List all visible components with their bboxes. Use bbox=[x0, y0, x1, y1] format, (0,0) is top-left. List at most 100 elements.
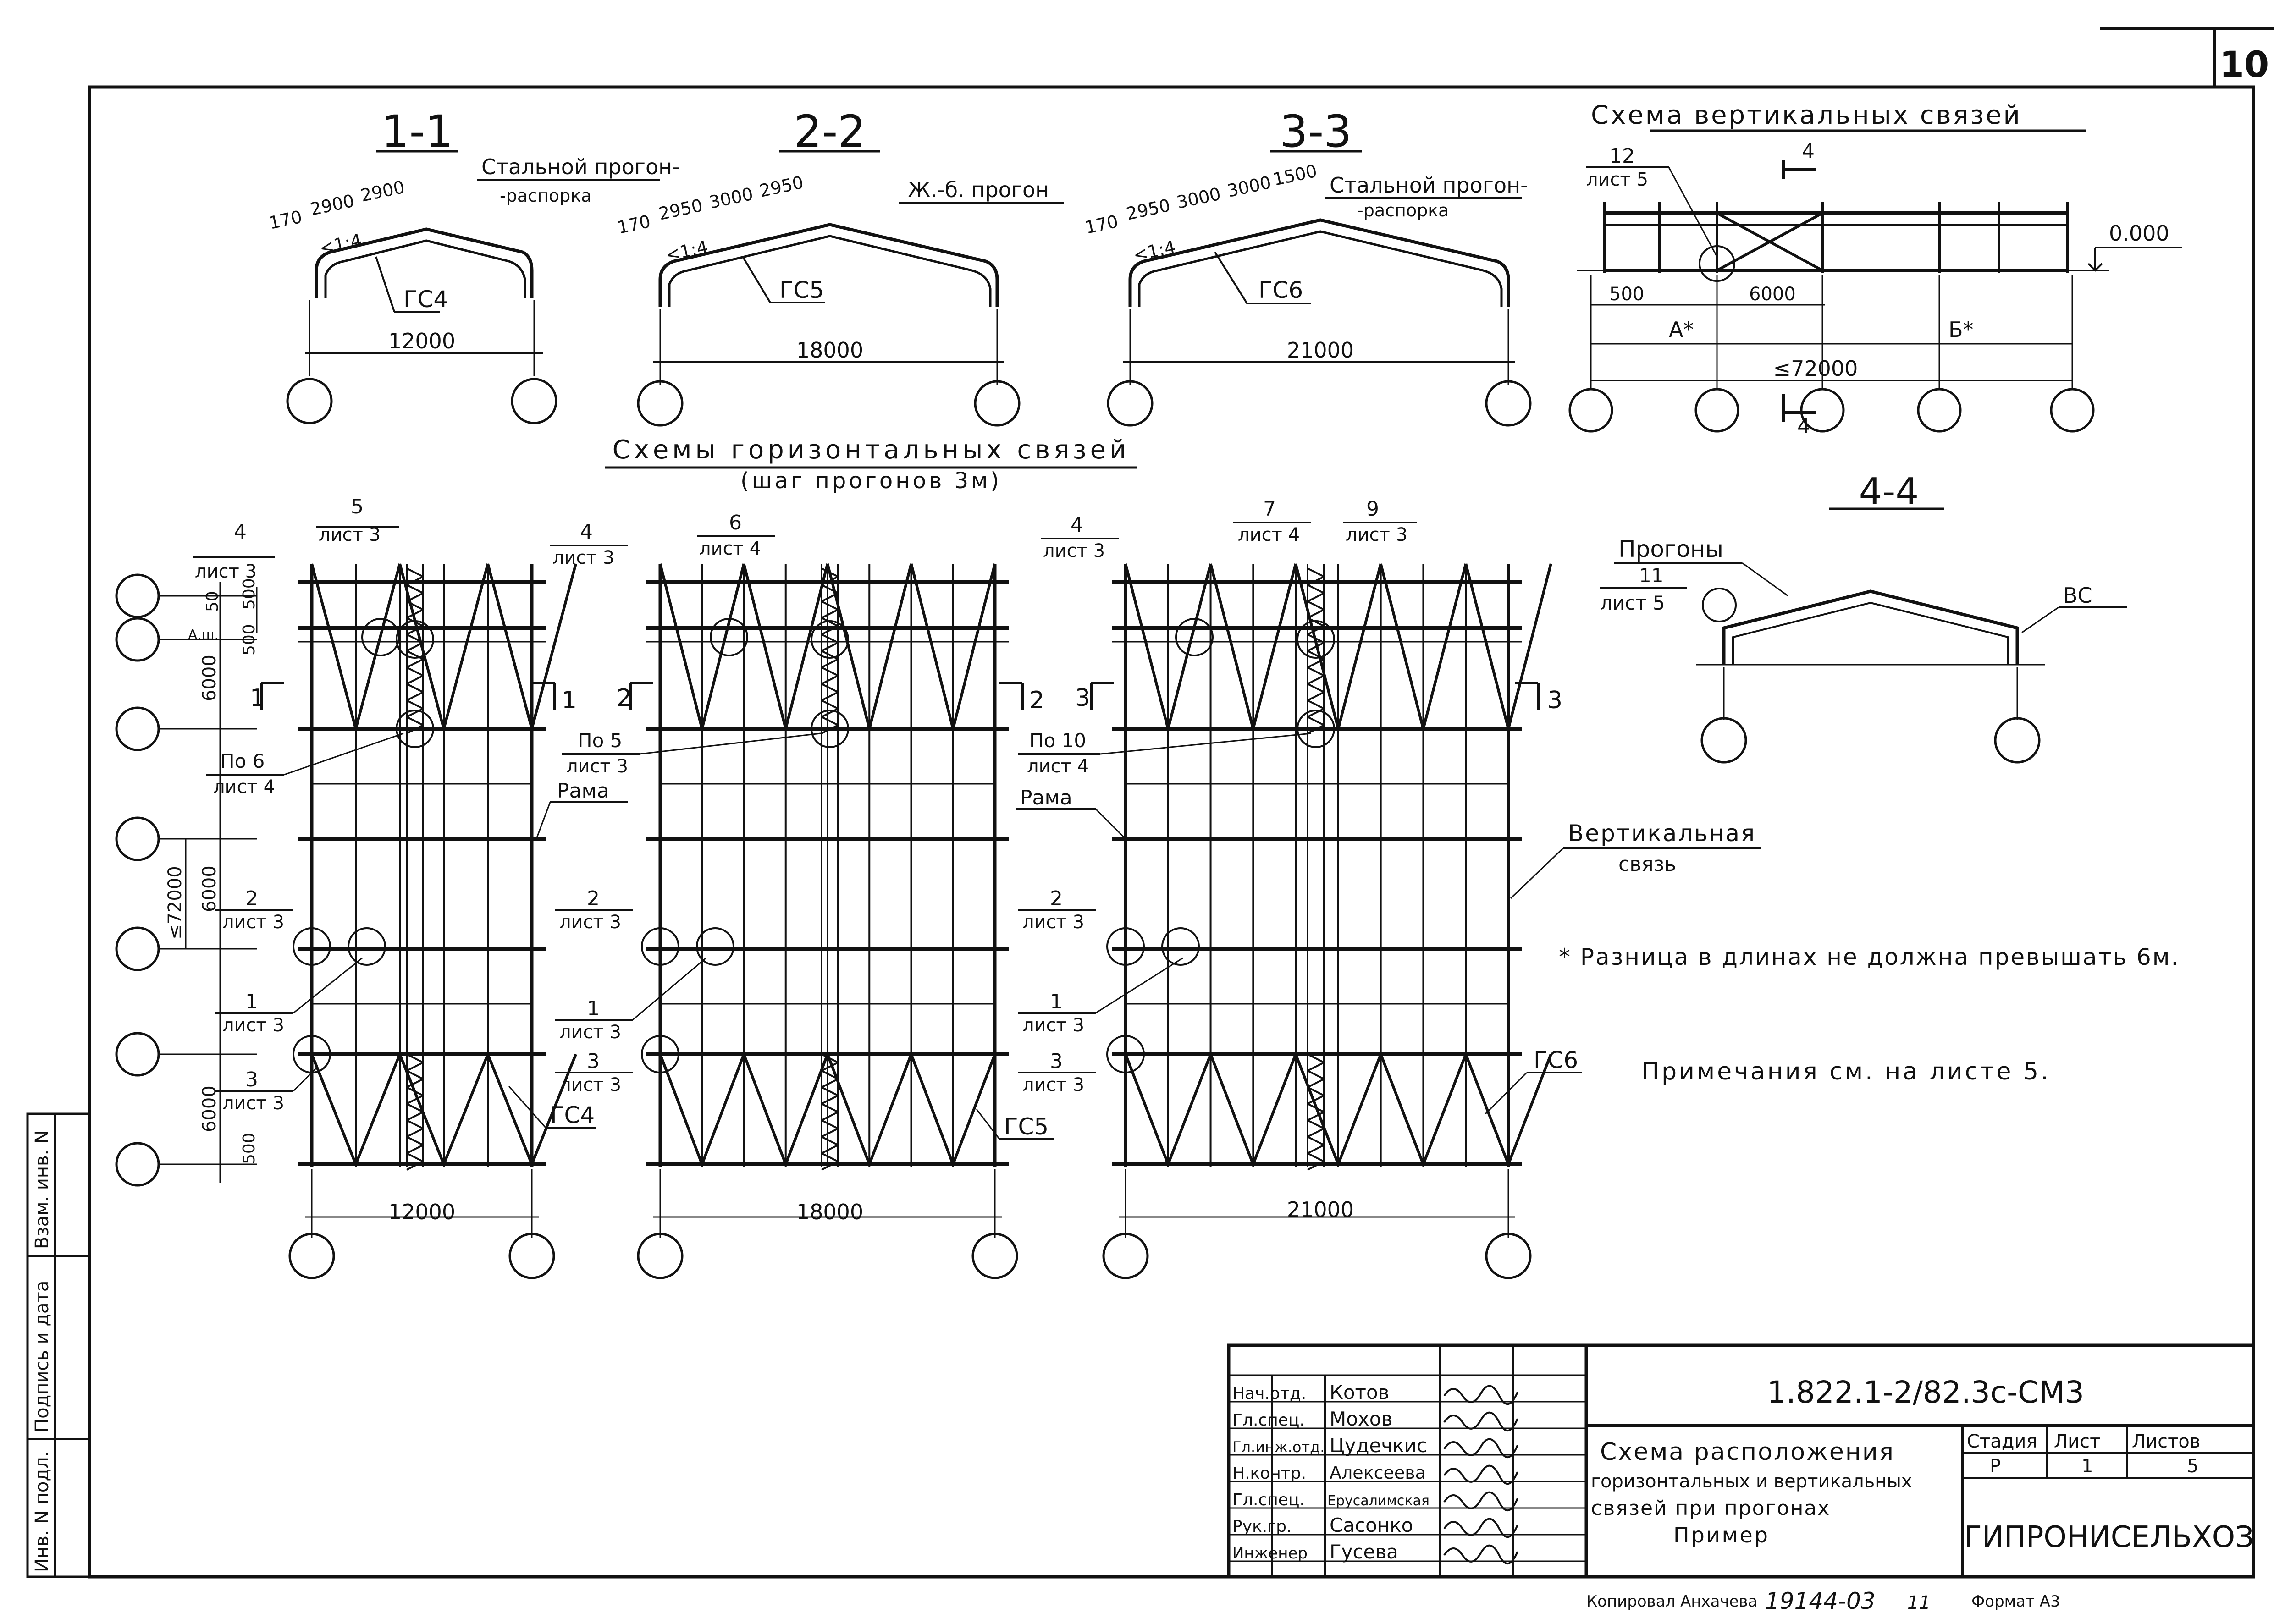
plan3-c1-num: 1 bbox=[1050, 990, 1063, 1013]
stage-label: Стадия bbox=[1967, 1431, 2037, 1452]
name-2: Цудечкис bbox=[1330, 1434, 1427, 1457]
section-2-2-dim-2950a: 2950 bbox=[657, 195, 705, 224]
vertical-axis-0 bbox=[1568, 388, 1613, 433]
plan2-labels: 4 лист 3 6 лист 4 По 5 лист 3 Рама 2 лис… bbox=[535, 511, 1054, 1224]
horizontal-scheme-title: Схемы горизонтальных связей bbox=[613, 435, 1130, 465]
vertical-label-a: А* bbox=[1669, 317, 1694, 342]
name-3: Алексеева bbox=[1330, 1463, 1426, 1483]
plan1-c3-num: 3 bbox=[245, 1068, 258, 1091]
plan3-cut-right: 3 bbox=[1547, 687, 1562, 714]
section-3-3: 3-3 Стальной прогон- -распорка 170 2950 … bbox=[1083, 106, 1532, 427]
plan1-callout-a-num: 4 bbox=[234, 520, 247, 544]
plan3-c3-num: 3 bbox=[1050, 1050, 1063, 1073]
plan3-callout-a-sheet: лист 3 bbox=[1043, 540, 1105, 562]
plan1-pn6-sheet: лист 4 bbox=[213, 776, 275, 798]
sheet-number: 10 bbox=[2219, 44, 2269, 86]
plan3-c1-sheet: лист 3 bbox=[1022, 1015, 1084, 1036]
section-1-1-title: 1-1 bbox=[381, 106, 453, 157]
role-2: Гл.инж.отд. bbox=[1232, 1438, 1325, 1456]
plan1-dim-ash: А.ш. bbox=[188, 627, 219, 643]
plan1-c1-sheet: лист 3 bbox=[222, 1015, 284, 1036]
section-4-4-axis-left bbox=[1700, 717, 1747, 764]
name-5: Сасонко bbox=[1330, 1514, 1413, 1536]
vertical-scheme-title: Схема вертикальных связей bbox=[1591, 100, 2022, 130]
section-4-4-bs: ВС bbox=[2063, 583, 2092, 608]
section-4-4-axis-right bbox=[1994, 717, 2041, 764]
plan2-axis-right bbox=[971, 1233, 1018, 1279]
plan-axis-bubble-2 bbox=[115, 706, 160, 751]
section-2-2-title: 2-2 bbox=[794, 106, 866, 157]
plan-axis-bubble-0 bbox=[115, 573, 160, 618]
plan1-dim-total: ≤72000 bbox=[165, 866, 186, 940]
plan2-callout-a-num: 4 bbox=[580, 520, 593, 544]
name-1: Мохов bbox=[1330, 1408, 1392, 1430]
name-4: Ерусалимская bbox=[1327, 1493, 1430, 1509]
section-2-2-axis-left bbox=[637, 380, 684, 427]
title-block: 1.822.1-2/82.3с-СМ3 Нач.отд. Котов Гл.сп… bbox=[1227, 1343, 2255, 1579]
role-6: Инженер bbox=[1232, 1544, 1308, 1563]
plan-axis-bubbles bbox=[115, 573, 257, 1187]
plan3-axis-left bbox=[1102, 1233, 1149, 1279]
plan3-callout-c-sheet: лист 3 bbox=[1346, 524, 1407, 545]
sheet-label: Лист bbox=[2054, 1431, 2100, 1452]
plan2-rama: Рама bbox=[557, 779, 609, 803]
plan3-callout-c-num: 9 bbox=[1366, 497, 1379, 521]
section-1-1-axis-right bbox=[511, 378, 557, 424]
section-1-1-slope: <1:4 bbox=[318, 230, 364, 258]
section-1-1-purlin-label-2: -распорка bbox=[500, 186, 591, 206]
drawing-title-2: горизонтальных и вертикальных bbox=[1591, 1471, 1912, 1492]
plan-axis-bubble-4 bbox=[115, 926, 160, 971]
plan1-cut-right: 1 bbox=[562, 687, 577, 714]
vertical-axis-2 bbox=[1800, 388, 1845, 433]
plan-axis-bubble-3 bbox=[115, 816, 160, 861]
footer-num: 11 bbox=[1907, 1592, 1931, 1613]
plan1-dim-50: 50 bbox=[203, 591, 222, 612]
note-star: * Разница в длинах не должна превышать 6… bbox=[1559, 944, 2180, 970]
section-2-2-purlin-label: Ж.-б. прогон bbox=[908, 177, 1049, 202]
horizontal-scheme-subtitle: (шаг прогонов 3м) bbox=[740, 468, 1002, 494]
plan1-dim-6000c: 6000 bbox=[199, 1085, 220, 1132]
plan3-callout-a-num: 4 bbox=[1071, 513, 1083, 537]
section-3-3-dim-170: 170 bbox=[1083, 211, 1120, 238]
plan2-c2-num: 2 bbox=[587, 887, 600, 910]
plan2-c3-num: 3 bbox=[587, 1050, 600, 1073]
section-1-1-dim-2900b: 2900 bbox=[359, 177, 407, 206]
footer-copied: Копировал Анхачева bbox=[1586, 1592, 1757, 1611]
plan1-callout-b-sheet: лист 3 bbox=[319, 524, 381, 545]
plan2-callout-b-num: 6 bbox=[729, 511, 742, 534]
section-1-1-dim-170: 170 bbox=[267, 207, 304, 233]
plan1-axis-left bbox=[288, 1233, 335, 1279]
section-3-3-slope: <1:4 bbox=[1131, 237, 1177, 265]
section-3-3-axis-right bbox=[1485, 380, 1532, 427]
plan3-vertical-brace-1: Вертикальная bbox=[1568, 820, 1756, 847]
section-3-3-title: 3-3 bbox=[1280, 106, 1352, 157]
section-3-3-axis-left bbox=[1107, 380, 1154, 427]
plan1-callout-a-sheet: лист 3 bbox=[195, 561, 257, 582]
section-3-3-dim-2950: 2950 bbox=[1125, 195, 1172, 224]
inv-podl-label: Инв. N подл. bbox=[32, 1451, 53, 1572]
role-0: Нач.отд. bbox=[1232, 1384, 1306, 1403]
section-4-4-title: 4-4 bbox=[1859, 470, 1919, 513]
left-strip: Инв. N подл. Подпись и дата Взам. инв. N bbox=[26, 1112, 91, 1578]
footer-order: 19144-03 bbox=[1765, 1588, 1876, 1614]
vertical-dim-500: 500 bbox=[1609, 284, 1644, 305]
drawing-title-1: Схема расположения bbox=[1600, 1438, 1895, 1466]
plan1-cut-left: 1 bbox=[250, 684, 265, 712]
plan3-c3-sheet: лист 3 bbox=[1022, 1074, 1084, 1096]
plan1-callout-b-num: 5 bbox=[351, 495, 364, 518]
vertical-axis-3 bbox=[1917, 388, 1962, 433]
plan3-c2-sheet: лист 3 bbox=[1022, 912, 1084, 933]
plan3-pn10-sheet: лист 4 bbox=[1027, 756, 1089, 777]
vertical-callout-num: 12 bbox=[1609, 144, 1635, 168]
plan3-c2-num: 2 bbox=[1050, 887, 1063, 910]
plan-axis-bubble-1 bbox=[115, 617, 160, 662]
plan1-dim-6000b: 6000 bbox=[199, 865, 220, 912]
section-4-4: 4-4 Прогоны 11 лист 5 ВС bbox=[1600, 470, 2127, 764]
name-6: Гусева bbox=[1330, 1541, 1398, 1563]
plan1-c3-sheet: лист 3 bbox=[222, 1093, 284, 1114]
section-3-3-dim-1500: 1500 bbox=[1271, 161, 1319, 190]
drawing-title-3: связей при прогонах bbox=[1591, 1497, 1830, 1520]
plan3-vertical-brace-2: связь bbox=[1618, 853, 1676, 876]
section-3-3-girder: ГС6 bbox=[1258, 277, 1303, 303]
plan1-c2-sheet: лист 3 bbox=[222, 912, 284, 933]
